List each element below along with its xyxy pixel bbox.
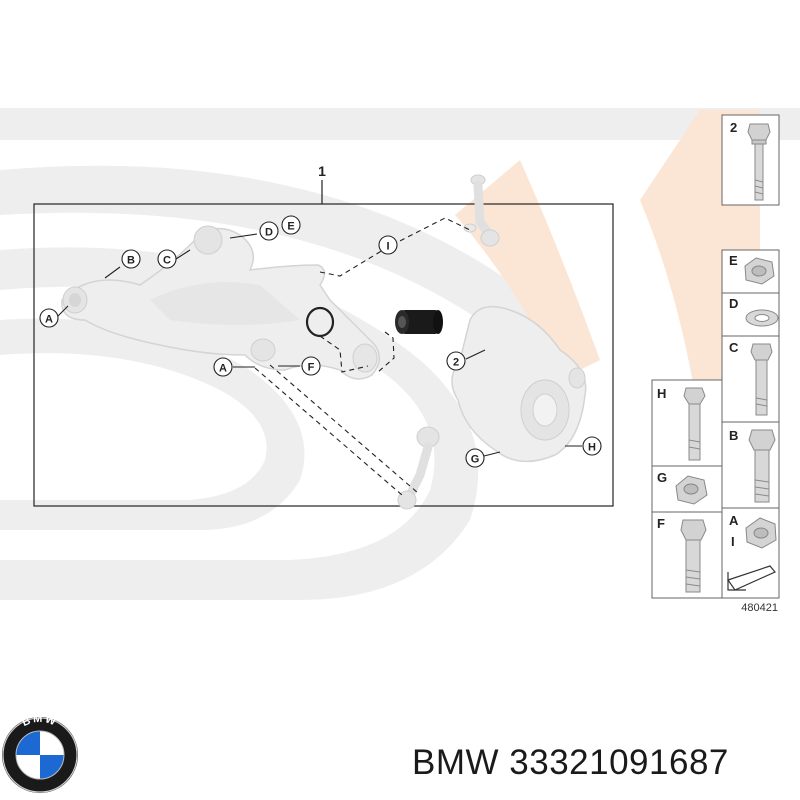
main-kit-frame (33, 203, 614, 507)
sidebar-bolt-C: C (721, 335, 780, 423)
callout-C: C (157, 249, 177, 269)
sidebar-bolt-2: 2 (721, 114, 780, 206)
svg-text:A: A (45, 314, 53, 326)
svg-text:BMW: BMW (20, 713, 59, 729)
svg-text:D: D (265, 227, 273, 239)
callout-A-lower: A (213, 357, 233, 377)
sidebar-bolt-F: F (651, 511, 723, 599)
main-label: 1 (318, 163, 326, 179)
sidebar-bolt-B: B (721, 421, 780, 509)
callouts: A B C D E I A F 2 G H (39, 215, 602, 468)
callout-E: E (281, 215, 301, 235)
callout-H: H (582, 436, 602, 456)
svg-text:H: H (657, 386, 666, 401)
svg-text:E: E (287, 221, 294, 233)
sidebar-nut-G: G (651, 465, 723, 513)
svg-text:2: 2 (453, 357, 459, 369)
callout-I: I (378, 235, 398, 255)
svg-text:F: F (308, 362, 315, 374)
callout-B: B (121, 249, 141, 269)
upper-link (463, 174, 500, 247)
callout-G: G (465, 448, 485, 468)
svg-text:H: H (588, 442, 596, 454)
svg-text:C: C (729, 340, 739, 355)
part-number-title: BMW 33321091687 (412, 743, 729, 782)
svg-text:D: D (729, 296, 738, 311)
svg-text:I: I (731, 534, 735, 549)
callout-F: F (301, 356, 321, 376)
sidebar-washer-D: D (721, 292, 780, 337)
callout-D: D (259, 221, 279, 241)
callout-2: 2 (446, 351, 466, 371)
rubber-bushing (395, 310, 443, 334)
svg-text:B: B (127, 255, 135, 267)
sidebar-nut-A-I: A I (721, 507, 780, 599)
svg-text:A: A (219, 363, 227, 375)
svg-text:A: A (729, 513, 739, 528)
drawing-number: 480421 (741, 602, 778, 614)
control-arm (61, 225, 381, 380)
svg-text:F: F (657, 516, 665, 531)
svg-text:B: B (729, 428, 738, 443)
svg-text:I: I (386, 241, 389, 253)
bmw-logo: BMW (2, 713, 78, 793)
svg-text:G: G (657, 470, 667, 485)
svg-text:C: C (163, 255, 171, 267)
sidebar-nut-E: E (721, 249, 780, 294)
svg-text:G: G (471, 454, 480, 466)
callout-A-left: A (39, 308, 59, 328)
wheel-carrier (451, 305, 587, 463)
svg-text:E: E (729, 253, 738, 268)
sidebar-bolt-H: H (651, 379, 723, 467)
svg-text:2: 2 (730, 120, 737, 135)
